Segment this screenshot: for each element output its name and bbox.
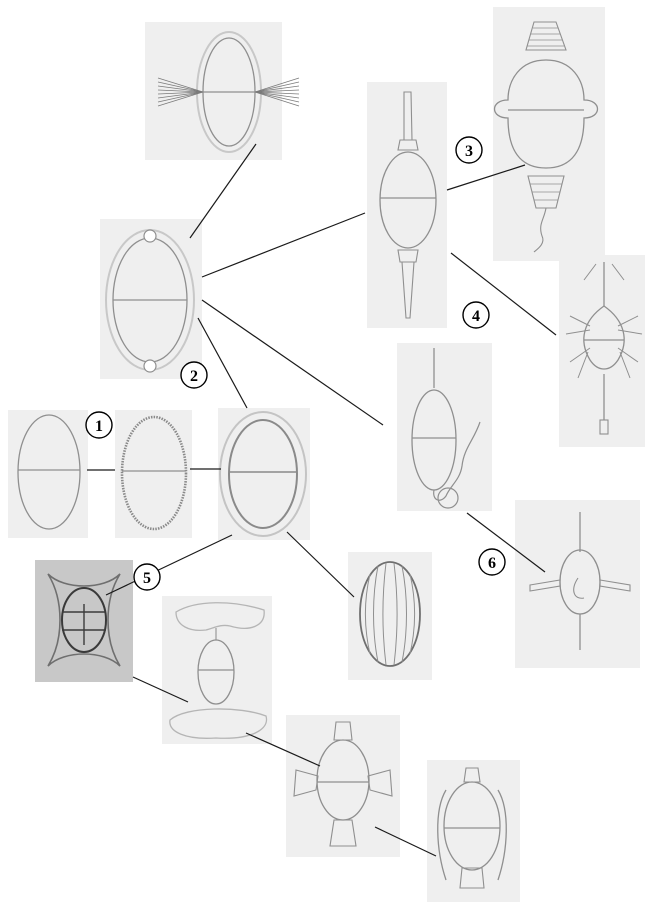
panel-ribbed-valve: [348, 552, 432, 680]
panel-winged-valve: [286, 715, 400, 857]
badge-5: 5: [134, 564, 160, 590]
panel-haloed-valve: [218, 408, 310, 540]
connector-line: [198, 318, 247, 408]
badge-4: 4: [463, 302, 489, 328]
badge-3: 3: [456, 137, 482, 163]
panel-fibre-tufts: [145, 22, 299, 160]
badge-label: 2: [190, 368, 198, 385]
connector-line: [202, 213, 365, 277]
connector-line: [202, 300, 383, 425]
panel-long-wings: [427, 760, 520, 902]
panel-spined-spindle: [367, 82, 447, 328]
panel-beaded-valve: [115, 410, 192, 538]
badge-1: 1: [86, 412, 112, 438]
badge-label: 4: [472, 308, 480, 325]
panel-looped-tail: [397, 343, 492, 511]
panel-polar-nodules: [100, 219, 202, 379]
panel-branched-arms: [559, 255, 645, 447]
badge-label: 1: [95, 418, 103, 435]
panel-plain-valve: [8, 410, 88, 538]
badge-label: 6: [488, 555, 496, 572]
connector-line: [287, 532, 354, 597]
badge-2: 2: [181, 362, 207, 388]
badge-6: 6: [479, 549, 505, 575]
badge-label: 5: [143, 570, 151, 587]
panel-cruciform-arms: [515, 500, 640, 668]
panel-cross-frame: [35, 560, 133, 682]
panel-capped-valve: [162, 596, 272, 744]
badge-label: 3: [465, 143, 473, 160]
panel-banded-horns: [493, 7, 605, 261]
